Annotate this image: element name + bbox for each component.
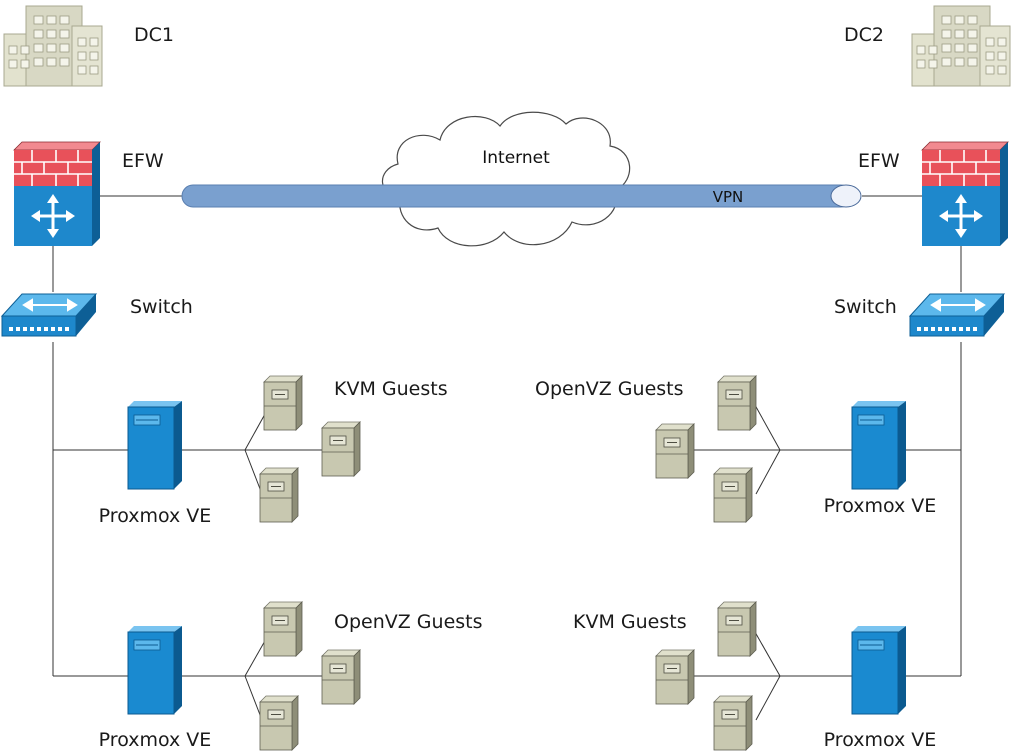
dc2-host2-guest-icon [655,649,695,705]
dc2-host2-guest-icon [713,695,753,751]
dc1-host1-guests-label: KVM Guests [334,378,448,400]
dc1-building-icon [3,5,103,87]
dc2-switch-label: Switch [834,296,897,318]
vpn-tunnel: VPN [181,184,862,208]
dc2-host2-guests-label: KVM Guests [573,611,687,633]
dc2-switch-icon [909,293,1005,337]
dc2-host2-server-icon [851,625,907,715]
dc2-building-icon [911,5,1011,87]
dc2-host1-guest-icon [713,467,753,523]
dc1-host1-guest-icon [259,467,299,523]
dc1-host2-server-icon [127,625,183,715]
internet-cloud: Internet [381,111,631,247]
vpn-label: VPN [713,188,744,206]
dc2-host1-guest-icon [655,423,695,479]
dc1-host1-label: Proxmox VE [99,505,212,527]
dc1-host2-guest-icon [263,601,303,657]
dc2-host2-guest-icon [717,601,757,657]
dc1-host1-guest-icon [321,421,361,477]
dc2-host1-label: Proxmox VE [824,495,937,517]
dc2-host1-guests-label: OpenVZ Guests [535,378,684,400]
dc1-host2-label: Proxmox VE [99,729,212,751]
dc2-host2-label: Proxmox VE [824,729,937,751]
dc1-switch-label: Switch [130,296,193,318]
dc2-host1-guest-icon [717,375,757,431]
dc1-host1-server-icon [127,400,183,490]
dc1-label: DC1 [134,24,174,46]
dc2-label: DC2 [844,24,884,46]
dc1-host2-guest-icon [259,695,299,751]
dc1-host2-guest-icon [321,649,361,705]
connection-lines [52,195,962,721]
dc1-host1-guest-icon [263,375,303,431]
dc1-firewall-icon [12,140,102,248]
dc2-firewall-label: EFW [858,150,900,172]
dc1-switch-icon [1,293,97,337]
internet-label: Internet [482,148,550,168]
dc2-host1-server-icon [851,400,907,490]
dc1-host2-guests-label: OpenVZ Guests [334,611,483,633]
dc1-firewall-label: EFW [122,150,164,172]
dc2-firewall-icon [920,140,1010,248]
